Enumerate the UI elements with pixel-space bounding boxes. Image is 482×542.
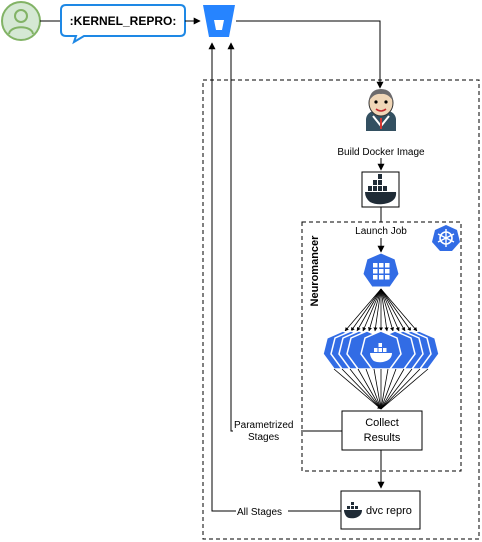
parametrized-label-line-2: Stages: [248, 432, 279, 443]
jenkins-icon[interactable]: [366, 89, 396, 131]
all-stages-arrow: [208, 42, 341, 512]
docker-icon: [370, 343, 392, 363]
outer-pipeline-frame: [202, 79, 480, 540]
parametrized-label-bg: [233, 417, 301, 443]
kubernetes-icon: [432, 225, 460, 251]
dvc-label: dvc repro: [366, 505, 412, 517]
collect-results-node[interactable]: Collect Results: [341, 410, 423, 451]
fan-out-arrows: [344, 288, 418, 332]
fan-in-arrows: [333, 368, 429, 410]
cluster-title: Neuromancer: [309, 235, 321, 307]
dvc-repro-node[interactable]: dvc repro: [340, 490, 421, 530]
kubernetes-job-icon[interactable]: [362, 252, 400, 288]
docker-caption: Launch Job: [355, 226, 407, 237]
jenkins-caption: Build Docker Image: [337, 147, 425, 158]
bitbucket-icon[interactable]: [203, 5, 235, 37]
all-stages-label-bg: [236, 504, 288, 518]
collect-line-1: Collect: [365, 417, 399, 429]
repo-to-jenkins-arrow: [236, 20, 384, 89]
chat-bubble-text: :KERNEL_REPRO:: [70, 14, 177, 28]
user-avatar-icon[interactable]: [1, 1, 41, 41]
pod-stack: [322, 330, 440, 370]
docker-icon: [344, 502, 362, 519]
collect-line-2: Results: [364, 432, 401, 444]
parametrized-stages-arrow: [227, 42, 342, 432]
chat-bubble: :KERNEL_REPRO:: [60, 4, 186, 45]
docker-icon[interactable]: [361, 171, 400, 208]
all-stages-label: All Stages: [237, 507, 282, 518]
parametrized-label-line-1: Parametrized: [234, 420, 293, 431]
